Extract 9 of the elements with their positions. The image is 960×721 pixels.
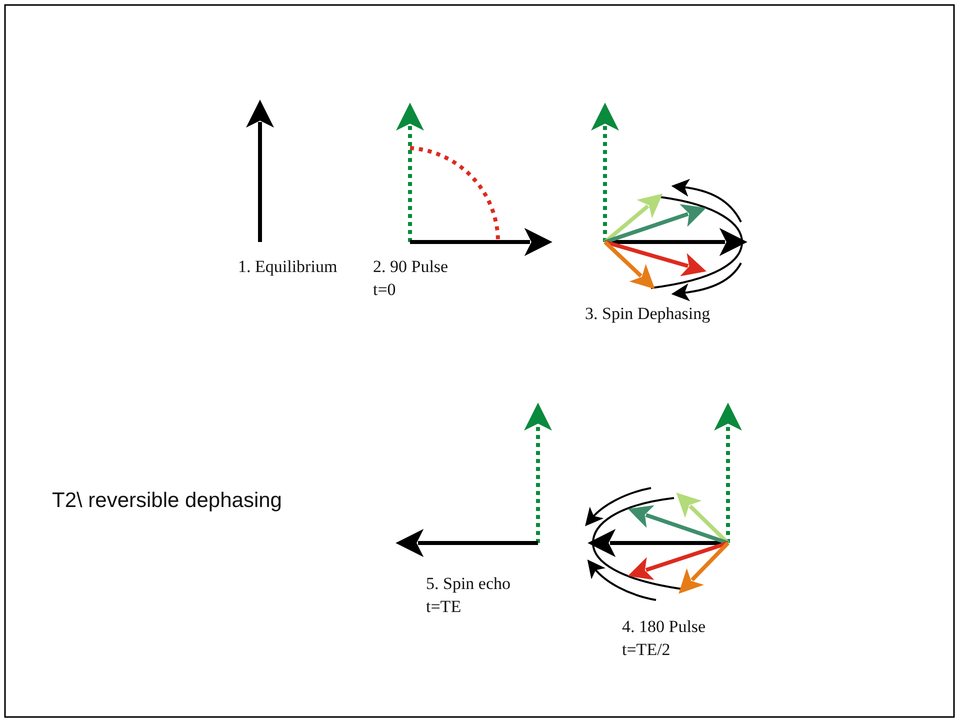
time-label: t=TE <box>426 598 462 617</box>
stage-label: 2. 90 Pulse <box>373 258 448 277</box>
stage-label: 3. Spin Dephasing <box>585 305 710 324</box>
stage-label: 4. 180 Pulse <box>622 618 706 637</box>
time-label: t=TE/2 <box>622 641 670 660</box>
note-text: T2\ reversible dephasing <box>52 489 282 512</box>
stage-label: 1. Equilibrium <box>238 258 338 277</box>
time-label: t=0 <box>373 281 396 300</box>
stage-label: 5. Spin echo <box>426 575 511 594</box>
